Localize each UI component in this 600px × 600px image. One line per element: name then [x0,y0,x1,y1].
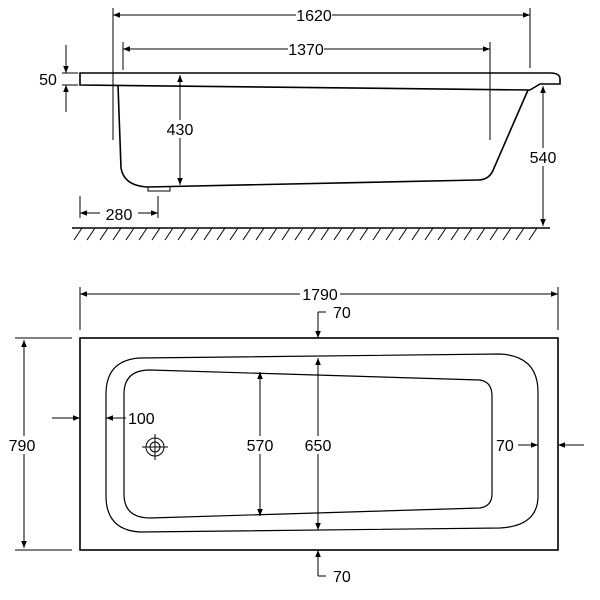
side-view: 1620 1370 50 430 540 280 [39,6,562,241]
dim-rim-thickness: 50 [39,72,57,89]
dim-total-height: 540 [530,150,557,167]
tub-body [117,84,529,188]
floor-hatch-line [151,227,161,241]
dim-drain-offset: 280 [106,207,133,224]
floor-hatch-line [307,227,317,241]
dim-right-rim: 70 [496,438,514,455]
drain-symbol [142,434,168,460]
floor-hatch-line [450,227,460,241]
floor-hatch-line [411,227,421,241]
dim-overall-length: 1620 [296,8,332,25]
floor-hatch-line [476,227,486,241]
tub-rim [79,72,561,91]
floor-hatch-line [502,227,512,241]
floor-hatch-line [281,227,291,241]
floor-hatch-line [515,227,525,241]
dim-inner-width: 570 [247,438,274,455]
floor-hatch-line [242,227,252,241]
floor-hatch-line [99,227,109,241]
floor-hatch-line [125,227,135,241]
dim-outer-width: 790 [9,438,36,455]
drain-outlet [147,186,171,192]
floor-hatch-line [216,227,226,241]
floor-hatch-line [385,227,395,241]
floor-hatch-line [255,227,265,241]
dim-outer-length: 1790 [302,287,338,304]
floor-hatch-line [164,227,174,241]
floor-hatch-line [372,227,382,241]
floor-hatch-line [190,227,200,241]
dim-bottom-rim: 70 [333,569,351,586]
floor-hatch-line [463,227,473,241]
dim-left-rim: 100 [128,411,155,428]
plan-basin-contour [123,369,493,519]
floor-hatch-line [437,227,447,241]
floor-hatch-line [86,227,96,241]
floor-hatch-line [346,227,356,241]
floor-hatch-line [112,227,122,241]
dim-mid-width: 650 [305,438,332,455]
floor-hatch-line [177,227,187,241]
plan-view: 1790 790 70 70 100 70 570 650 [4,285,584,586]
dim-top-rim: 70 [333,305,351,322]
dim-inner-depth: 430 [167,122,194,139]
floor-hatch-line [320,227,330,241]
floor-hatch-line [359,227,369,241]
floor-hatch-line [73,227,83,241]
plan-rim-contour [105,353,539,533]
dim-inner-length: 1370 [288,42,324,59]
floor-hatch-line [138,227,148,241]
floor-hatch-line [424,227,434,241]
floor-hatch-line [398,227,408,241]
floor-hatch-line [229,227,239,241]
floor-hatch-line [489,227,499,241]
floor-hatch-line [333,227,343,241]
floor-hatch-line [528,227,538,241]
floor-hatch-line [294,227,304,241]
floor-hatch-line [203,227,213,241]
floor-hatching [72,227,550,241]
floor-hatch-line [268,227,278,241]
